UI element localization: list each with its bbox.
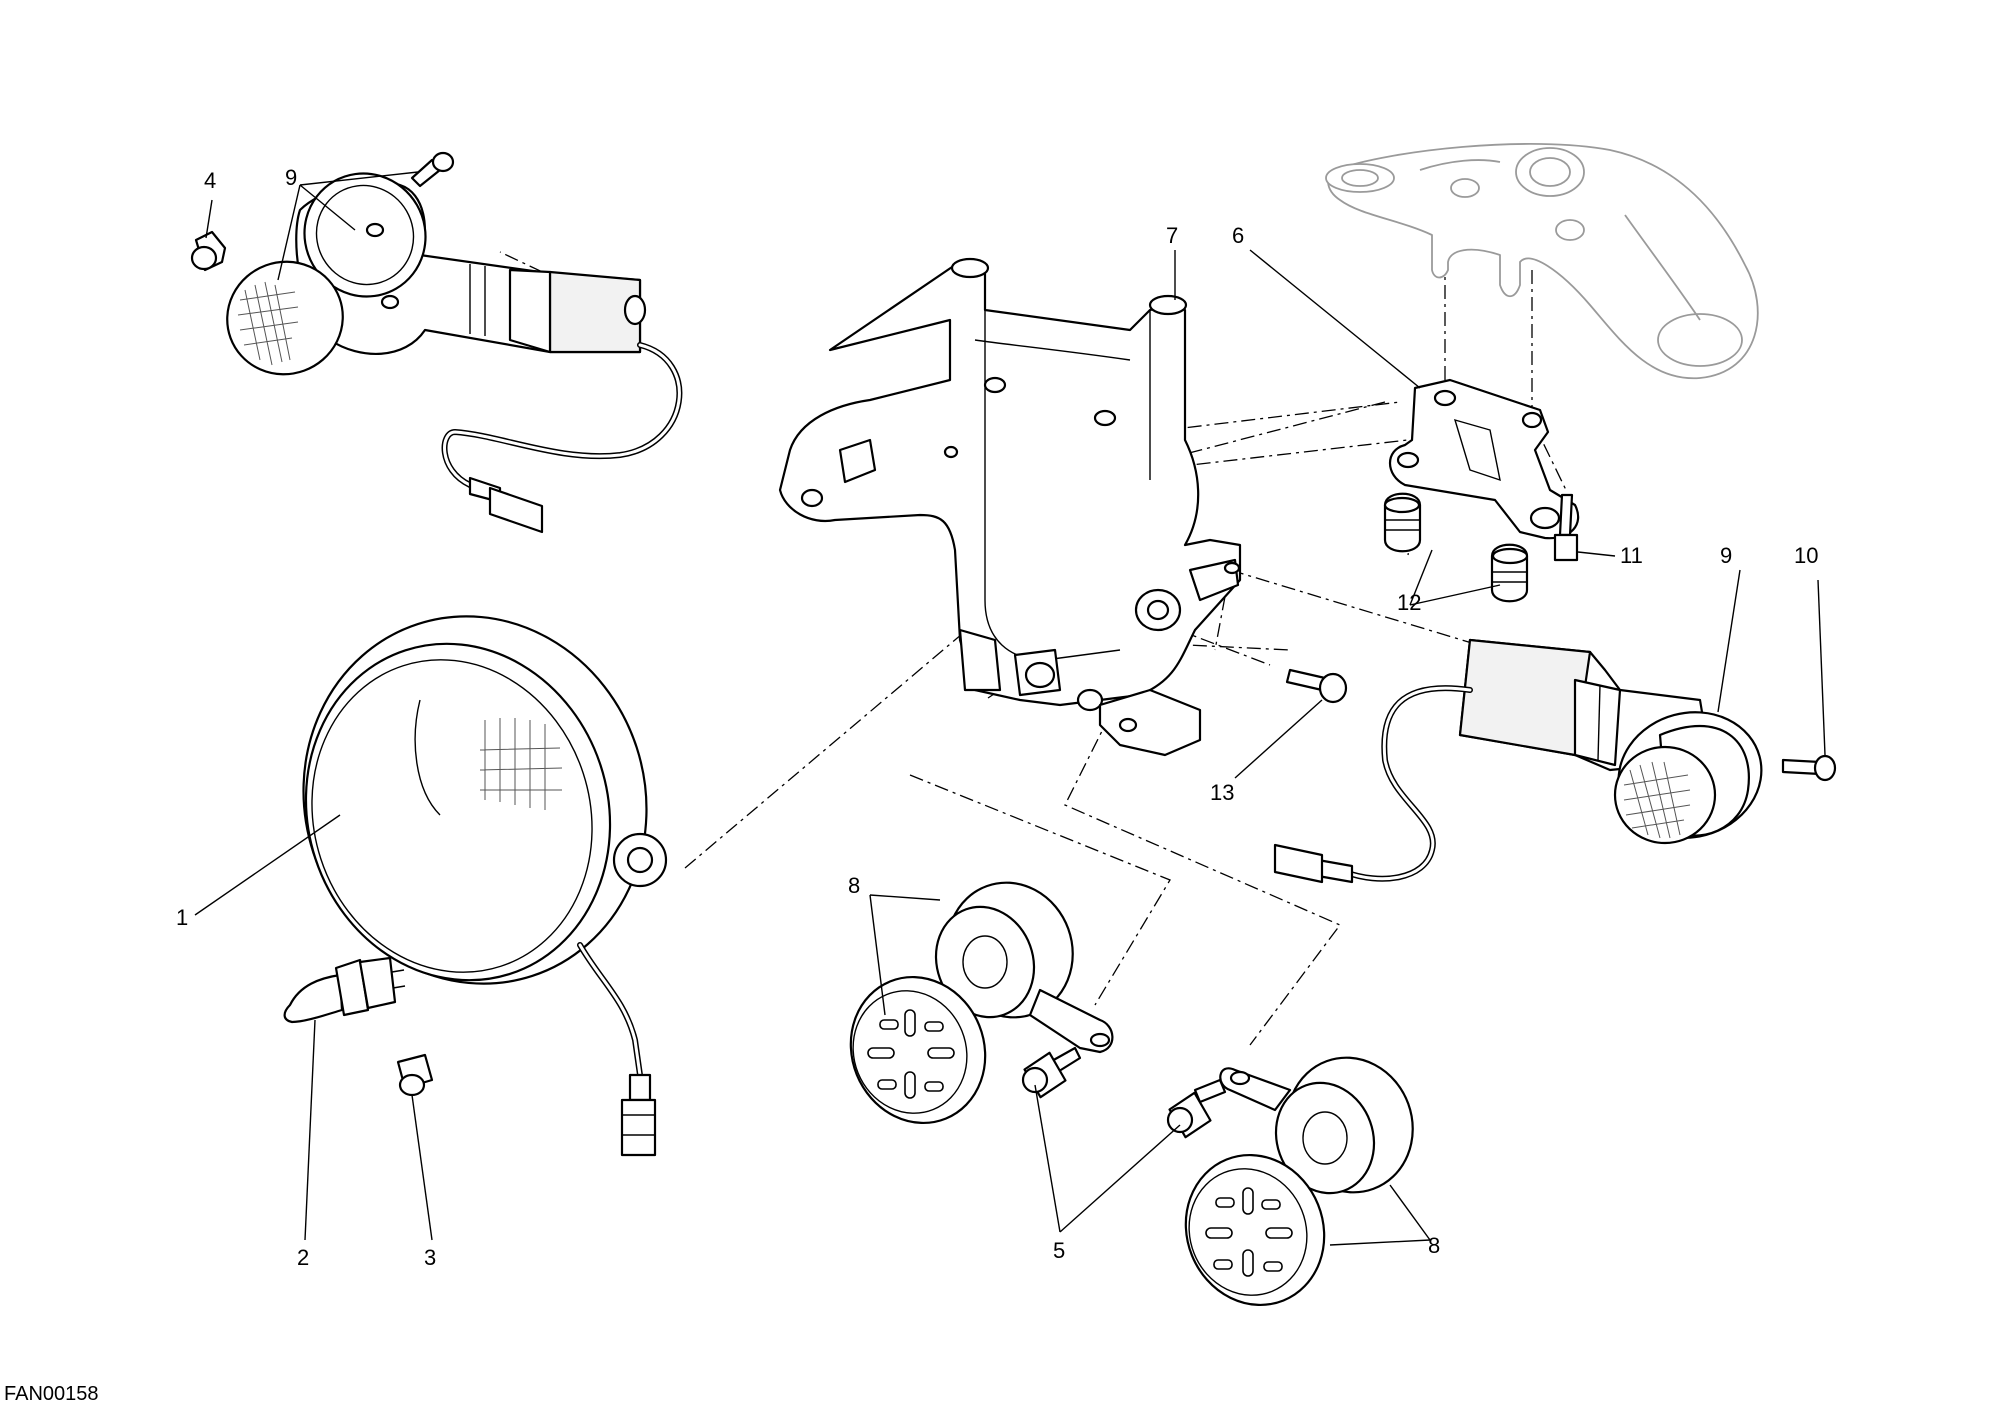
callout-8-upper: 8	[848, 873, 860, 898]
callout-9-right: 9	[1720, 543, 1732, 568]
callout-3: 3	[424, 1245, 436, 1270]
upper-triple-clamp	[1325, 143, 1759, 380]
callout-9-left: 9	[285, 165, 297, 190]
callout-12: 12	[1397, 590, 1421, 615]
callout-4: 4	[204, 168, 216, 193]
callout-6: 6	[1232, 223, 1244, 248]
left-turn-signal	[226, 172, 683, 534]
headlight	[302, 615, 668, 1157]
turn-bulb-small	[190, 230, 227, 272]
mounting-plate	[1389, 378, 1580, 540]
leader-lines	[194, 171, 1826, 1246]
rubber-grommets	[1383, 492, 1529, 603]
callout-1: 1	[176, 905, 188, 930]
headlight-screw	[1285, 668, 1348, 704]
callout-2: 2	[297, 1245, 309, 1270]
callout-13: 13	[1210, 780, 1234, 805]
drawing-code: FAN00158	[4, 1383, 99, 1405]
right-turn-signal	[1273, 638, 1763, 884]
headlight-bulb	[283, 956, 406, 1024]
bracket-screw	[1553, 493, 1579, 562]
turn-signal-screw-right	[1781, 754, 1837, 782]
callout-7: 7	[1166, 223, 1178, 248]
headlight-bracket	[778, 257, 1242, 757]
turn-signal-screw-left	[410, 151, 455, 188]
callout-8-lower: 8	[1428, 1233, 1440, 1258]
callout-labels: 1 2 3 4 9 7 6 8 8 5 12 11 9 10 13	[176, 165, 1818, 1270]
horn-screws	[1021, 1046, 1227, 1139]
parking-bulb	[396, 1053, 434, 1097]
callout-5: 5	[1053, 1238, 1065, 1263]
callout-11: 11	[1620, 543, 1643, 568]
callout-10: 10	[1794, 543, 1818, 568]
horn-lower	[1184, 1056, 1414, 1307]
